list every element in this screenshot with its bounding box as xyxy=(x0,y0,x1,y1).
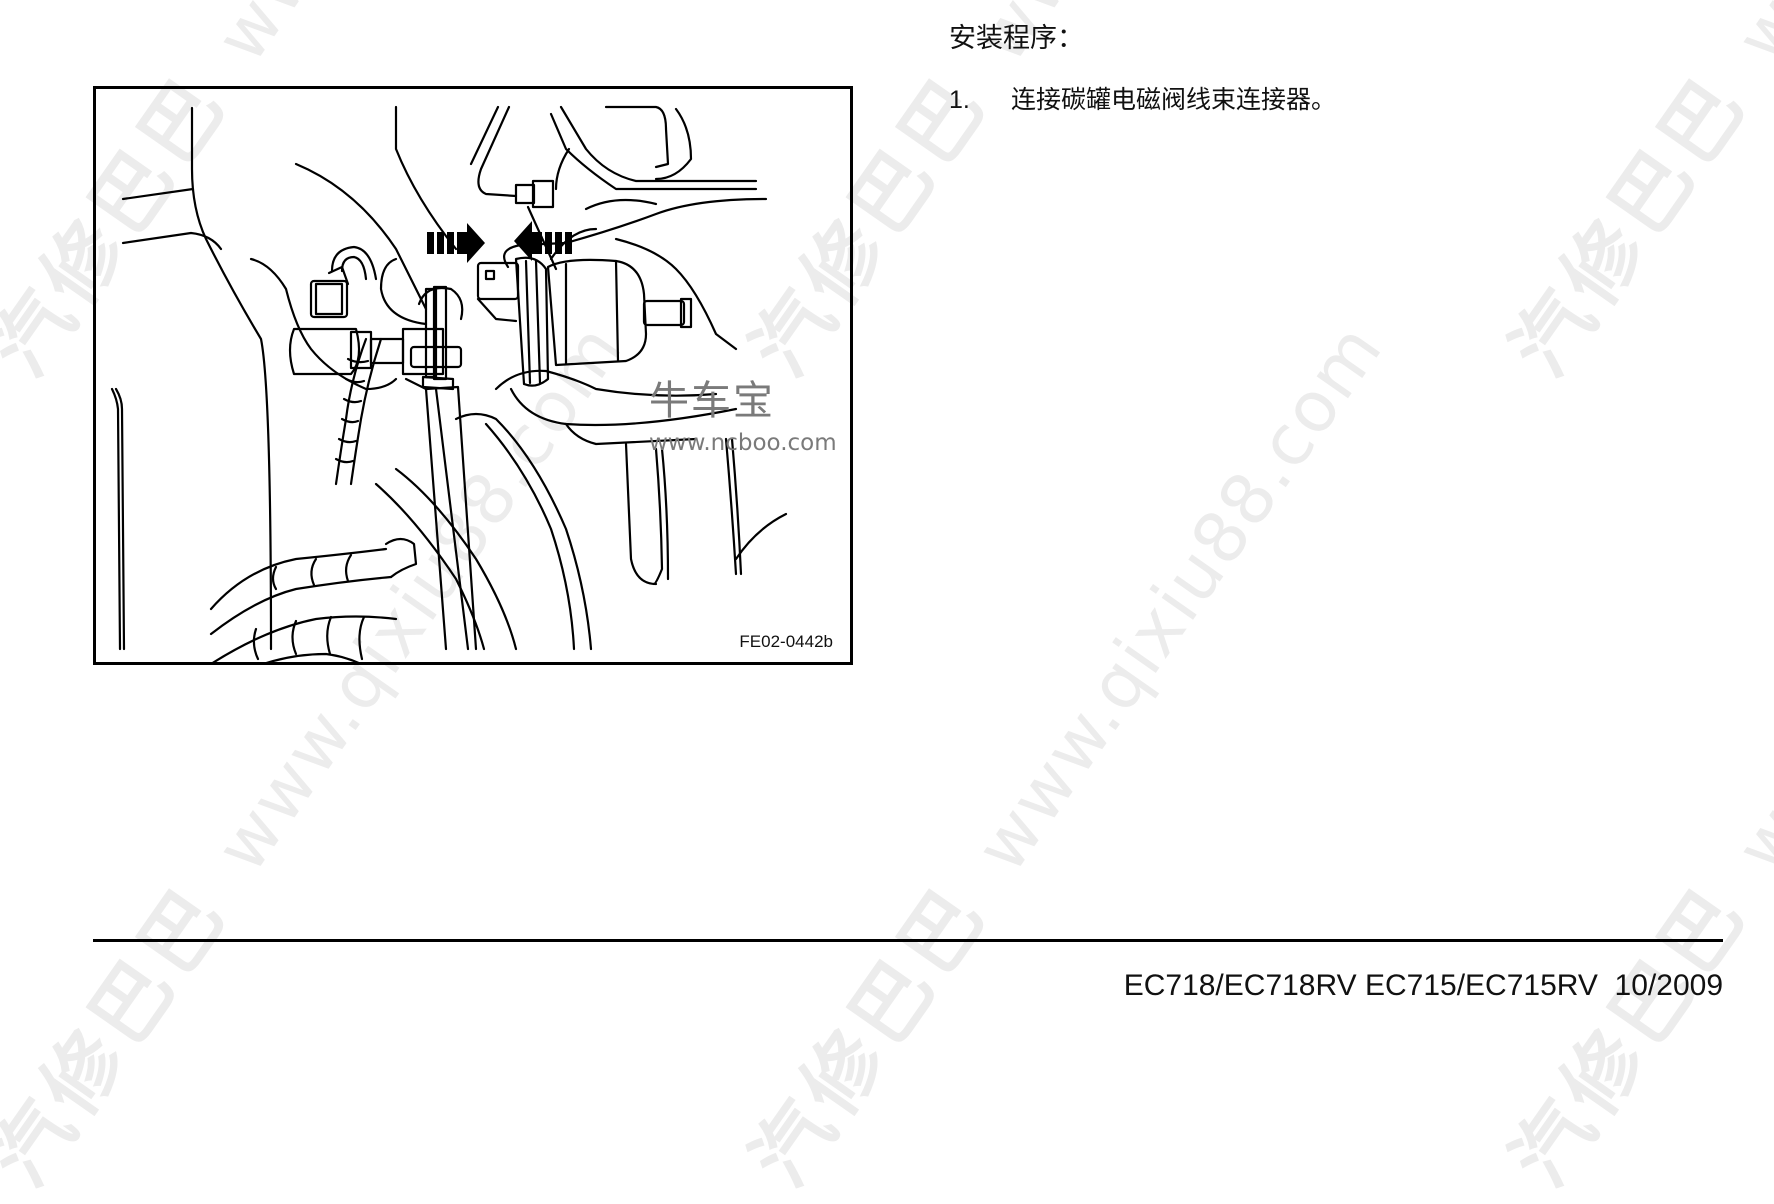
step-number: 1. xyxy=(949,86,970,114)
connector-illustration xyxy=(110,105,788,662)
installation-procedure: 安装程序： 1. 连接碳罐电磁阀线束连接器。 xyxy=(949,22,1336,116)
step-text: 连接碳罐电磁阀线束连接器。 xyxy=(1011,85,1337,114)
watermark-text: 汽修巴巴www.qixiu88.com xyxy=(1494,308,1774,1202)
footer-model-date: EC718/EC718RV EC715/EC715RV 10/2009 xyxy=(1123,969,1723,1002)
section-title: 安装程序： xyxy=(949,23,1084,54)
figure-label: FE02-0442b xyxy=(738,632,834,652)
illustration-figure: FE02-0442b xyxy=(93,86,853,665)
footer-divider xyxy=(93,939,1723,942)
step-item: 1. 连接碳罐电磁阀线束连接器。 xyxy=(949,84,1336,116)
arrow-right-icon xyxy=(427,223,485,263)
watermark-text: 汽修巴巴www.qixiu88.com xyxy=(1494,0,1774,392)
